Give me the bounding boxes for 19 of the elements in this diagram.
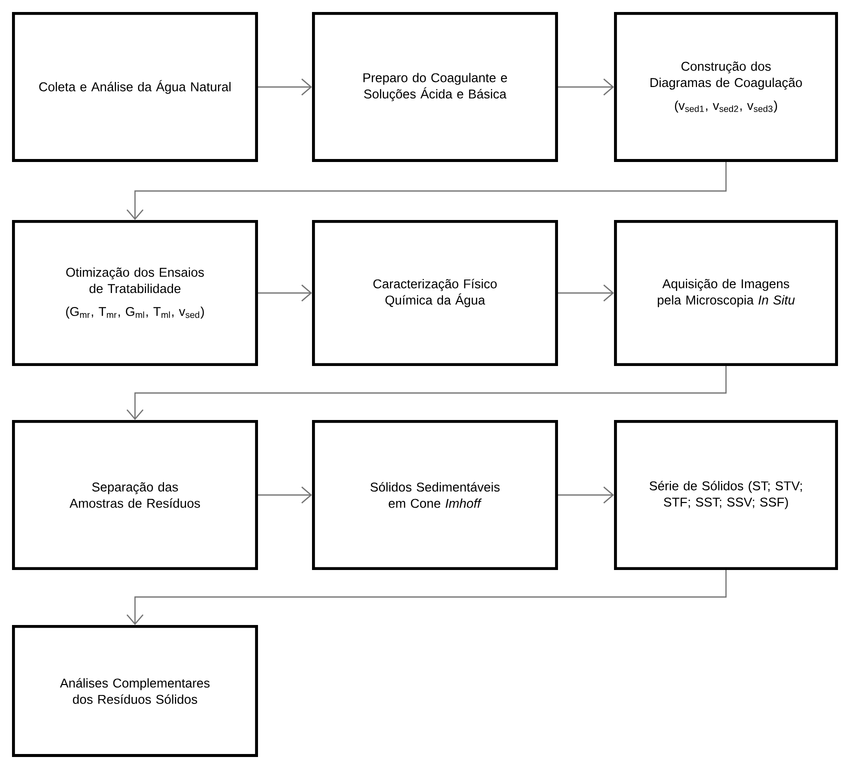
process-box: Construção dos Diagramas de Coagulação (v$_{sed1}$, v$_{sed2}$, v$_{sed3}$) <box>614 12 838 162</box>
arrow <box>258 78 312 96</box>
arrow <box>258 486 312 504</box>
arrow <box>126 162 727 220</box>
arrow <box>258 284 312 302</box>
process-box: Série de Sólidos (ST; STV; STF; SST; SSV; SSF) <box>614 420 838 570</box>
arrow <box>558 78 614 96</box>
process-box: Otimização dos Ensaios de Tratabilidade (G$_{mr}$, T$_{mr}$, G$_{ml}$, T$_{ml}$, v$_{sed}$) <box>12 220 258 366</box>
process-box: Caracterização Físico Química da Água <box>312 220 558 366</box>
process-box: Aquisição de Imagens pela Microscopia In Situ <box>614 220 838 366</box>
process-box: Separação das Amostras de Resíduos <box>12 420 258 570</box>
arrow <box>558 486 614 504</box>
arrow <box>126 366 727 420</box>
process-box: Sólidos Sedimentáveis em Cone Imhoff <box>312 420 558 570</box>
process-box: Preparo do Coagulante e Soluções Ácida e Básica <box>312 12 558 162</box>
process-box: Coleta e Análise da Água Natural <box>12 12 258 162</box>
process-box: Análises Complementares dos Resíduos Sólidos <box>12 625 258 757</box>
arrow <box>558 284 614 302</box>
arrow <box>126 570 727 625</box>
